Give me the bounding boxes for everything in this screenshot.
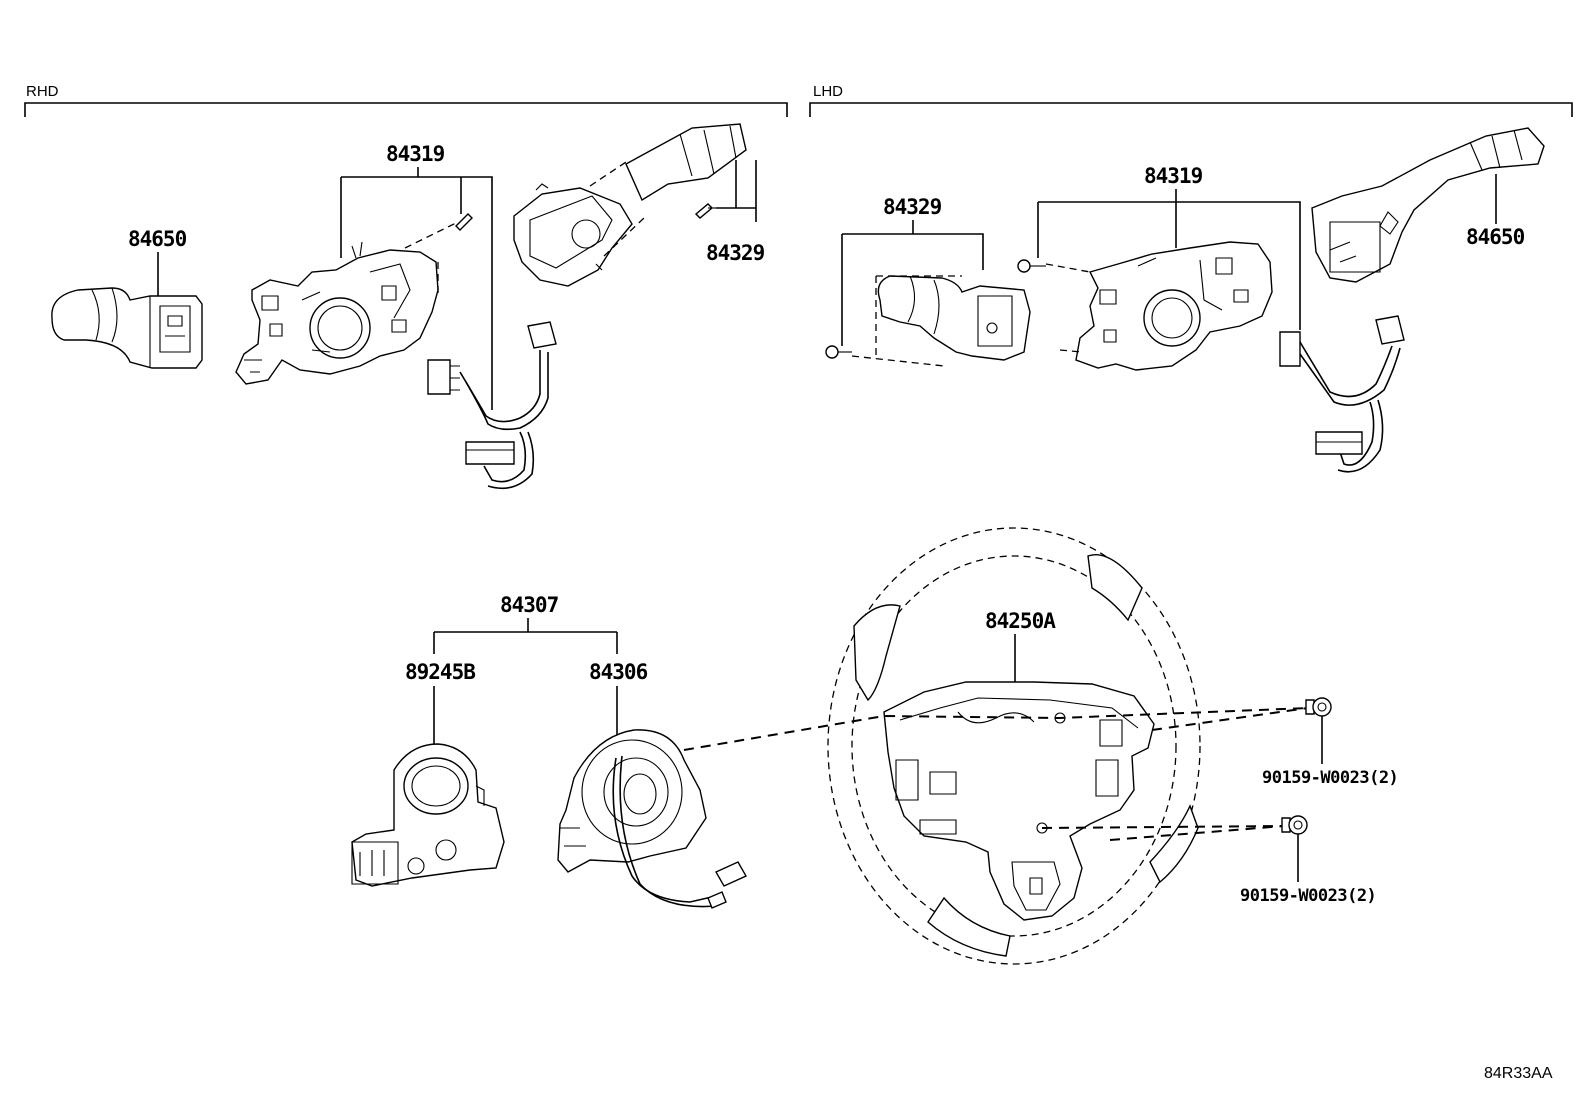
p84250A-label: 84250A <box>985 609 1056 633</box>
diagram-code: 84R33AA <box>1484 1065 1553 1082</box>
lhd-84650-label: 84650 <box>1466 225 1525 249</box>
p84307-label: 84307 <box>500 593 559 617</box>
lhd-screw-right <box>1017 259 1046 273</box>
lhd-bracket <box>809 102 1573 117</box>
rhd-screw <box>694 203 716 219</box>
p84306-label: 84306 <box>589 660 648 684</box>
lhd-harness <box>1279 315 1405 473</box>
rhd-84329-label: 84329 <box>706 241 765 265</box>
rhd-combination-switch <box>235 213 473 385</box>
rhd-84650-label: 84650 <box>128 227 187 251</box>
p89245B-label: 89245B <box>405 660 475 684</box>
lhd-section-label: LHD <box>813 83 843 100</box>
lhd-light-switch <box>851 275 1031 367</box>
connector-lines <box>683 707 1309 841</box>
rhd-section-label: RHD <box>26 83 59 100</box>
rhd-bracket <box>24 102 788 117</box>
rhd-84319-label: 84319 <box>386 142 445 166</box>
lhd-84319-label: 84319 <box>1144 164 1203 188</box>
lhd-wiper-switch <box>1311 127 1545 283</box>
spiral-cable <box>557 729 747 909</box>
bolt-upper <box>1305 697 1332 717</box>
rhd-harness <box>427 321 557 490</box>
lhd-combination-switch <box>1045 241 1273 371</box>
bolt-lower <box>1281 815 1308 835</box>
bolt-upper-label: 90159-W0023(2) <box>1262 768 1398 788</box>
steering-sensor <box>351 743 505 887</box>
bolt-lower-label: 90159-W0023(2) <box>1240 886 1376 906</box>
rhd-light-switch <box>513 123 747 287</box>
lhd-screw-left <box>825 345 852 359</box>
steering-wheel <box>827 527 1201 965</box>
lhd-84329-label: 84329 <box>883 195 942 219</box>
rhd-wiper-switch <box>51 287 203 369</box>
